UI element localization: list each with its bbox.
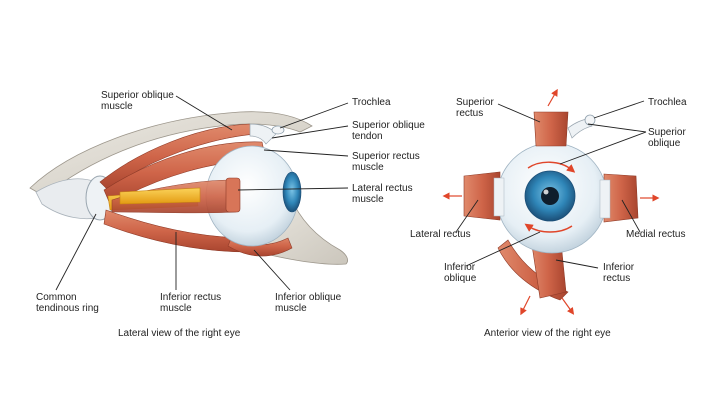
lateral-rectus-insertion — [225, 177, 241, 213]
label-superior-oblique-muscle: Superior oblique muscle — [101, 90, 174, 112]
lateral-leader-lines — [55, 95, 349, 291]
anterior-view-art — [442, 88, 660, 316]
trochlea-shape-anterior — [584, 114, 596, 126]
rotation-arrow-superior — [527, 161, 576, 173]
label-inferior-oblique-muscle: Inferior oblique muscle — [275, 292, 342, 314]
anterior-leader-lines — [455, 100, 647, 269]
caption-lateral-view: Lateral view of the right eye — [118, 328, 241, 339]
label-common-tendinous-ring: Common tendinous ring — [36, 292, 99, 314]
superior-rectus-ant-shape — [533, 111, 569, 147]
label-trochlea-anterior: Trochlea — [648, 97, 687, 108]
label-lateral-rectus-muscle: Lateral rectus muscle — [352, 183, 413, 205]
medial-rectus-ant-insertion — [599, 179, 611, 219]
label-inferior-rectus: Inferior rectus — [603, 262, 635, 284]
label-superior-rectus: Superior rectus — [456, 97, 494, 119]
rotation-arrow-inferior — [524, 223, 573, 233]
direction-arrow-down-left — [520, 295, 531, 316]
direction-arrow-up — [547, 88, 558, 107]
lateral-view-art — [29, 111, 348, 265]
pupil-highlight — [543, 189, 549, 195]
label-medial-rectus: Medial rectus — [626, 229, 686, 240]
caption-anterior-view: Anterior view of the right eye — [484, 328, 611, 339]
pupil-anterior — [541, 187, 559, 205]
label-inferior-oblique: Inferior oblique — [444, 262, 477, 284]
iris-lateral — [282, 171, 302, 213]
label-superior-rectus-muscle: Superior rectus muscle — [352, 151, 420, 173]
label-inferior-rectus-muscle: Inferior rectus muscle — [160, 292, 222, 314]
label-superior-oblique: Superior oblique — [648, 127, 686, 149]
label-trochlea-lateral: Trochlea — [352, 97, 391, 108]
superior-oblique-tendon-shape — [249, 123, 277, 145]
direction-arrow-down-right — [561, 297, 575, 315]
optic-nerve-visible — [119, 187, 201, 205]
label-lateral-rectus: Lateral rectus — [410, 229, 471, 240]
lateral-rectus-ant-insertion — [493, 177, 505, 217]
label-superior-oblique-tendon: Superior oblique tendon — [352, 120, 425, 142]
orbit-roof-bone — [29, 111, 313, 197]
